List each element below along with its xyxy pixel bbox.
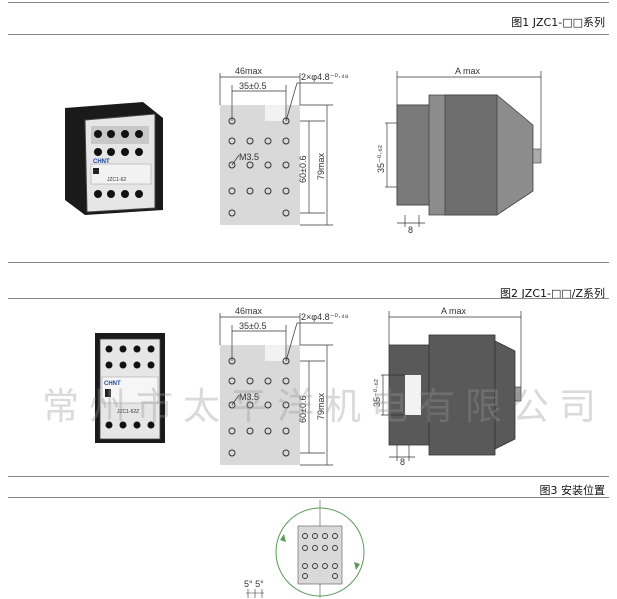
- dim-offset-2: 8: [400, 457, 405, 467]
- dim-width-2: 46max: [235, 306, 263, 316]
- side-view-2: A max 35⁻⁰⋅⁶² 8: [372, 306, 522, 467]
- mounting-position-diagram: [275, 500, 365, 598]
- dim-height-2: 60±0.6: [298, 396, 308, 423]
- dim-screw-1: M3.5: [239, 152, 259, 162]
- watermark: 常州市太平洋机电有限公司: [42, 385, 606, 428]
- dim-holes-2: 2×φ4.8⁻⁰⋅⁴⁸: [301, 312, 349, 322]
- dim-height-max-2: 79max: [316, 392, 326, 420]
- model-label-2: JZC1-62Z: [117, 409, 139, 415]
- product-photo-1: CHNT JZC1-62: [65, 102, 163, 215]
- dim-height-1: 60±0.6: [298, 156, 308, 183]
- dim-rail-2: 35⁻⁰⋅⁶²: [372, 379, 382, 407]
- dim-width-1: 46max: [235, 66, 263, 76]
- dim-rail-1: 35⁻⁰⋅⁶²: [376, 145, 386, 173]
- dim-depth-2: A max: [441, 306, 467, 316]
- figure-2-title: 图2 JZC1-□□/Z系列: [500, 287, 605, 300]
- front-view-2: 46max 35±0.5 2×φ4.8⁻⁰⋅⁴⁸ M3.5 60±0.6 79m…: [219, 306, 349, 466]
- brand-label-1: CHNT: [93, 159, 110, 165]
- angle-label: 5° 5°: [244, 579, 264, 589]
- model-label-1: JZC1-62: [107, 177, 126, 183]
- dim-holes-1: 2×φ4.8⁻⁰⋅⁴⁸: [301, 72, 349, 82]
- figure-3-title: 图3 安装位置: [539, 484, 606, 497]
- product-photo-2: CHNT JZC1-62Z: [95, 333, 165, 443]
- side-view-1: A max 35⁻⁰⋅⁶² 8: [376, 66, 542, 235]
- dim-depth-1: A max: [455, 66, 481, 76]
- dim-pitch-1: 35±0.5: [239, 81, 266, 91]
- figure-1-title: 图1 JZC1-□□系列: [511, 16, 605, 29]
- dim-offset-1: 8: [408, 225, 413, 235]
- front-view-1: 46max 35±0.5 2×φ4.8⁻⁰⋅⁴⁸ M3.5 60±0.6 79m…: [219, 66, 349, 226]
- dim-pitch-2: 35±0.5: [239, 321, 266, 331]
- dim-height-max-1: 79max: [316, 152, 326, 180]
- dim-screw-2: M3.5: [239, 392, 259, 402]
- brand-label-2: CHNT: [104, 381, 121, 387]
- angle-indicator: 5° 5°: [244, 579, 264, 598]
